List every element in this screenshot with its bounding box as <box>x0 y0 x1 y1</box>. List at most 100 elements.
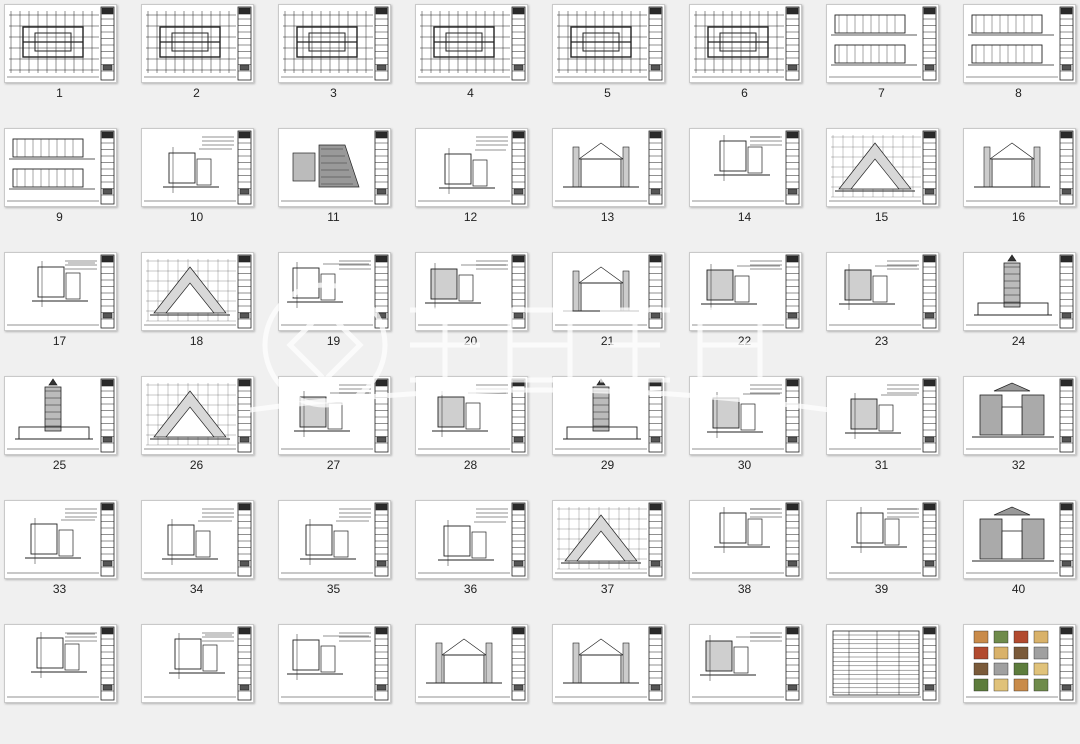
drawing-preview <box>963 376 1076 455</box>
file-thumbnail-11[interactable]: 11 <box>274 124 411 248</box>
cad-drawing-image <box>555 378 663 453</box>
file-name-label: 34 <box>189 582 204 596</box>
file-name-label: 10 <box>189 210 204 224</box>
drawing-preview <box>689 624 802 703</box>
file-name-label: 8 <box>1015 86 1022 100</box>
file-thumbnail-41[interactable] <box>0 620 137 744</box>
file-thumbnail-9[interactable]: 9 <box>0 124 137 248</box>
cad-drawing-image <box>281 626 389 701</box>
file-thumbnail-16[interactable]: 16 <box>959 124 1080 248</box>
file-thumbnail-8[interactable]: 8 <box>959 0 1080 124</box>
file-thumbnail-10[interactable]: 10 <box>137 124 274 248</box>
file-name-label: 23 <box>874 334 889 348</box>
file-thumbnail-1[interactable]: 1 <box>0 0 137 124</box>
file-thumbnail-43[interactable] <box>274 620 411 744</box>
file-thumbnail-14[interactable]: 14 <box>685 124 822 248</box>
file-thumbnail-44[interactable] <box>411 620 548 744</box>
file-thumbnail-27[interactable]: 27 <box>274 372 411 496</box>
cad-drawing-image <box>7 254 115 329</box>
file-thumbnail-32[interactable]: 32 <box>959 372 1080 496</box>
file-thumbnail-46[interactable] <box>685 620 822 744</box>
file-thumbnail-23[interactable]: 23 <box>822 248 959 372</box>
file-thumbnail-25[interactable]: 25 <box>0 372 137 496</box>
file-thumbnail-42[interactable] <box>137 620 274 744</box>
file-thumbnail-48[interactable] <box>959 620 1080 744</box>
file-thumbnail-24[interactable]: 24 <box>959 248 1080 372</box>
drawing-preview <box>141 4 254 83</box>
drawing-preview <box>552 624 665 703</box>
file-thumbnail-3[interactable]: 3 <box>274 0 411 124</box>
cad-drawing-image <box>966 254 1074 329</box>
file-name-label: 6 <box>741 86 748 100</box>
file-name-label: 33 <box>52 582 67 596</box>
cad-drawing-image <box>966 626 1074 701</box>
file-thumbnail-45[interactable] <box>548 620 685 744</box>
file-thumbnail-36[interactable]: 36 <box>411 496 548 620</box>
cad-drawing-image <box>555 502 663 577</box>
file-thumbnail-34[interactable]: 34 <box>137 496 274 620</box>
cad-drawing-image <box>418 502 526 577</box>
drawing-preview <box>141 128 254 207</box>
file-thumbnail-12[interactable]: 12 <box>411 124 548 248</box>
file-thumbnail-19[interactable]: 19 <box>274 248 411 372</box>
file-thumbnail-7[interactable]: 7 <box>822 0 959 124</box>
cad-drawing-image <box>555 130 663 205</box>
drawing-preview <box>826 252 939 331</box>
file-thumbnail-39[interactable]: 39 <box>822 496 959 620</box>
file-thumbnail-35[interactable]: 35 <box>274 496 411 620</box>
drawing-preview <box>689 128 802 207</box>
file-name-label: 36 <box>463 582 478 596</box>
file-thumbnail-28[interactable]: 28 <box>411 372 548 496</box>
file-name-label: 26 <box>189 458 204 472</box>
file-thumbnail-5[interactable]: 5 <box>548 0 685 124</box>
drawing-preview <box>4 252 117 331</box>
file-name-label: 39 <box>874 582 889 596</box>
drawing-preview <box>826 4 939 83</box>
file-thumbnail-6[interactable]: 6 <box>685 0 822 124</box>
file-thumbnail-29[interactable]: 29 <box>548 372 685 496</box>
file-thumbnail-18[interactable]: 18 <box>137 248 274 372</box>
drawing-preview <box>141 376 254 455</box>
file-thumbnail-21[interactable]: 21 <box>548 248 685 372</box>
file-thumbnail-40[interactable]: 40 <box>959 496 1080 620</box>
file-thumbnail-31[interactable]: 31 <box>822 372 959 496</box>
drawing-preview <box>141 500 254 579</box>
file-name-label: 24 <box>1011 334 1026 348</box>
drawing-preview <box>415 4 528 83</box>
cad-drawing-image <box>418 6 526 81</box>
cad-drawing-image <box>418 254 526 329</box>
file-thumbnail-13[interactable]: 13 <box>548 124 685 248</box>
file-thumbnail-30[interactable]: 30 <box>685 372 822 496</box>
cad-drawing-image <box>966 378 1074 453</box>
file-thumbnail-33[interactable]: 33 <box>0 496 137 620</box>
cad-drawing-image <box>829 626 937 701</box>
file-thumbnail-15[interactable]: 15 <box>822 124 959 248</box>
cad-drawing-image <box>7 378 115 453</box>
drawing-preview <box>415 376 528 455</box>
file-name-label: 13 <box>600 210 615 224</box>
cad-drawing-image <box>418 130 526 205</box>
file-name-label: 22 <box>737 334 752 348</box>
file-name-label: 5 <box>604 86 611 100</box>
file-thumbnail-38[interactable]: 38 <box>685 496 822 620</box>
file-thumbnail-22[interactable]: 22 <box>685 248 822 372</box>
file-name-label: 31 <box>874 458 889 472</box>
file-thumbnail-26[interactable]: 26 <box>137 372 274 496</box>
cad-drawing-image <box>966 130 1074 205</box>
file-thumbnail-2[interactable]: 2 <box>137 0 274 124</box>
file-thumbnail-20[interactable]: 20 <box>411 248 548 372</box>
file-thumbnail-47[interactable] <box>822 620 959 744</box>
cad-drawing-image <box>281 6 389 81</box>
file-thumbnail-37[interactable]: 37 <box>548 496 685 620</box>
file-name-label: 17 <box>52 334 67 348</box>
drawing-preview <box>826 128 939 207</box>
drawing-preview <box>4 128 117 207</box>
file-thumbnail-4[interactable]: 4 <box>411 0 548 124</box>
cad-drawing-image <box>281 254 389 329</box>
cad-drawing-image <box>555 6 663 81</box>
file-thumbnail-17[interactable]: 17 <box>0 248 137 372</box>
cad-drawing-image <box>281 378 389 453</box>
drawing-preview <box>278 252 391 331</box>
file-name-label: 40 <box>1011 582 1026 596</box>
cad-drawing-image <box>281 130 389 205</box>
